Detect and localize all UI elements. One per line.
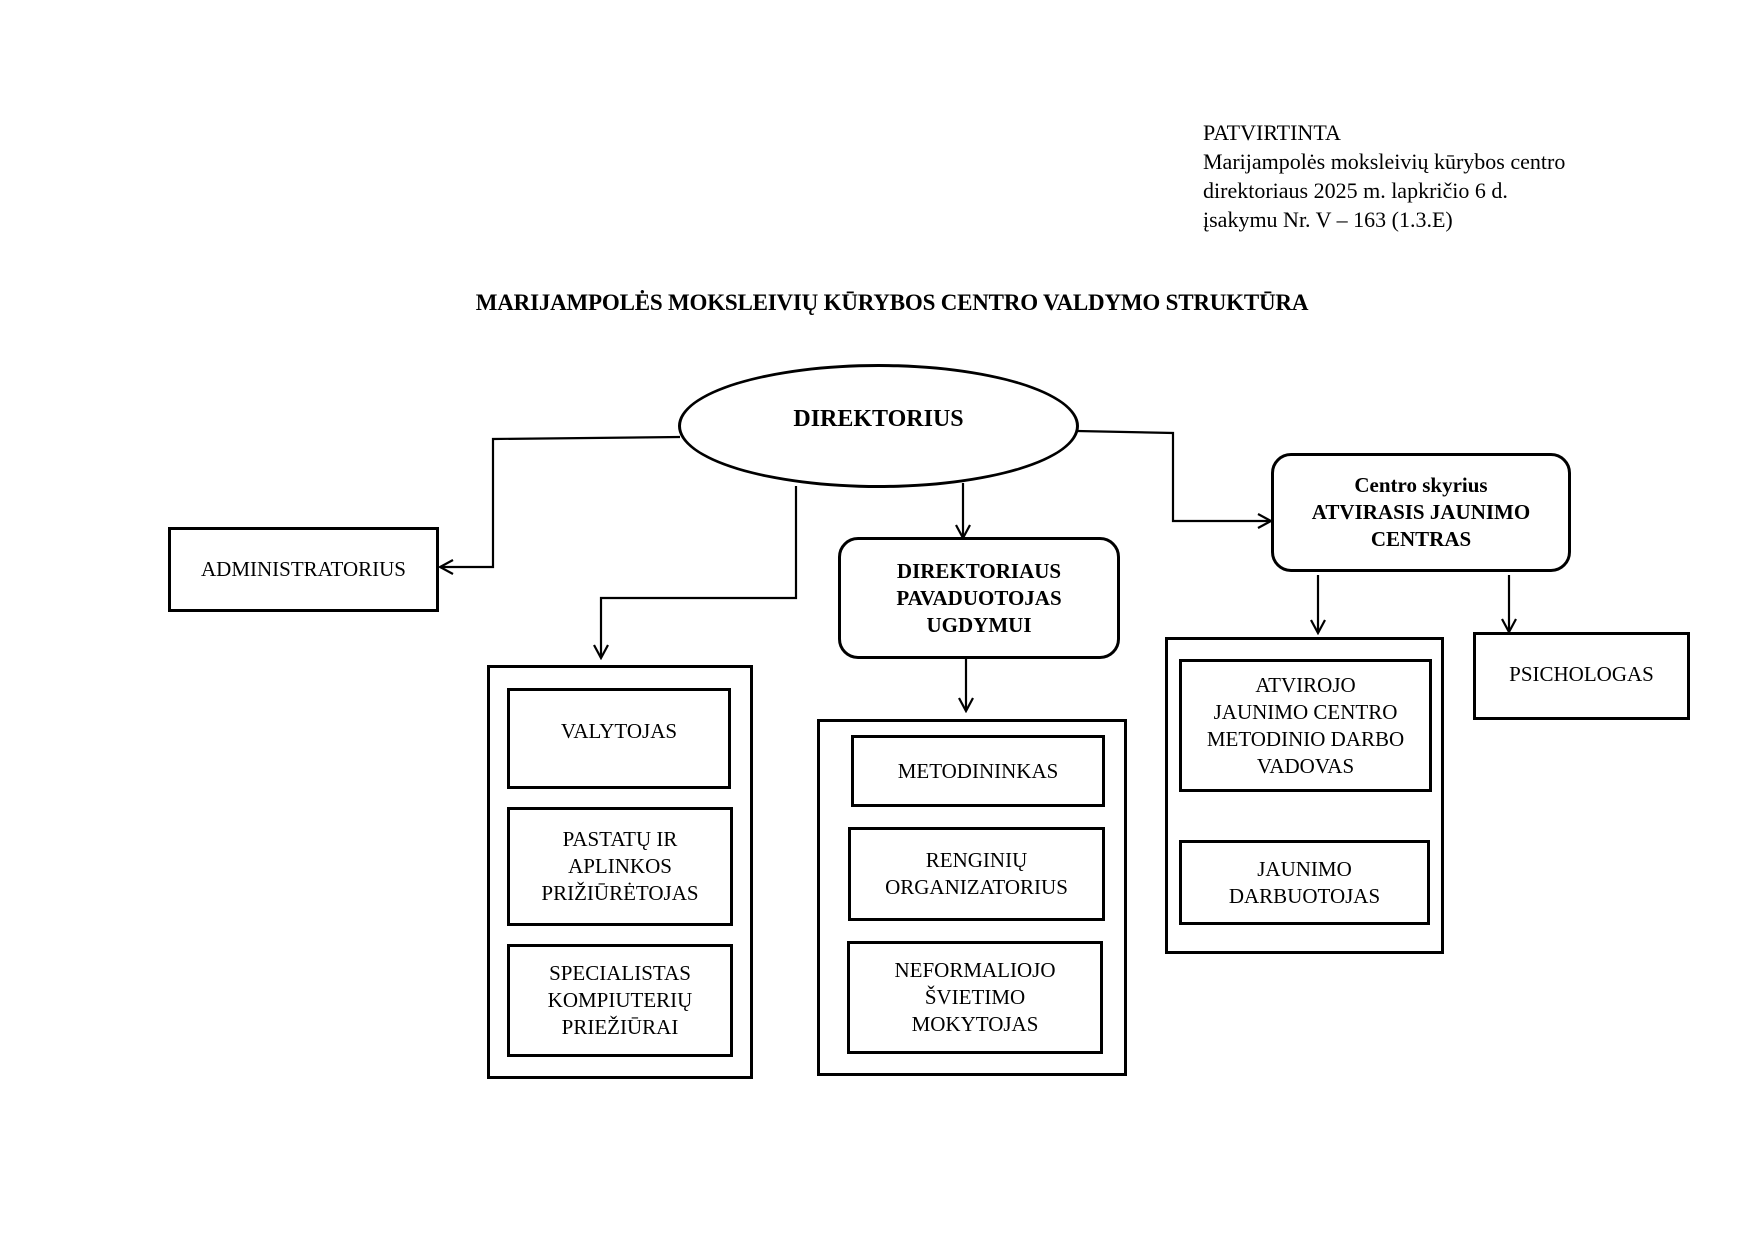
cleaner-label: VALYTOJAS [560,719,678,743]
caretaker-line-2: APLINKOS [568,854,672,878]
connector-director-youth-center [1076,429,1271,521]
youth-worker-line-1: JAUNIMO [1257,856,1352,881]
youth-worker-node: JAUNIMO DARBUOTOJAS [1179,840,1430,925]
deputy-line-2: PAVADUOTOJAS [896,585,1062,610]
staff-group [487,665,753,1079]
nonformal-teacher-line-3: MOKYTOJAS [911,1012,1039,1036]
education-group [817,719,1127,1076]
cleaner-node: VALYTOJAS [507,688,731,789]
director-label: DIREKTORIUS [793,405,964,432]
caretaker-line-3: PRIŽIŪRĖTOJAS [541,881,699,905]
it-specialist-line-3: PRIEŽIŪRAI [561,1015,679,1039]
caretaker-node: PASTATŲ IR APLINKOS PRIŽIŪRĖTOJAS [507,807,733,926]
approval-line-1: PATVIRTINTA [1203,120,1341,145]
deputy-line-1: DIREKTORIAUS [896,558,1062,583]
document-title: MARIJAMPOLĖS MOKSLEIVIŲ KŪRYBOS CENTRO V… [475,290,1309,315]
deputy-director-node: DIREKTORIAUS PAVADUOTOJAS UGDYMUI [838,537,1120,659]
event-organizer-line-1: RENGINIŲ [925,848,1028,872]
methodologist-label: METODININKAS [897,758,1059,783]
approval-line-2: Marijampolės moksleivių kūrybos centro [1203,149,1566,174]
methodical-head-line-4: VADOVAS [1256,753,1355,778]
methodical-head-line-2: JAUNIMO CENTRO [1213,699,1398,724]
nonformal-teacher-node: NEFORMALIOJO ŠVIETIMO MOKYTOJAS [847,941,1103,1054]
it-specialist-node: SPECIALISTAS KOMPIUTERIŲ PRIEŽIŪRAI [507,944,733,1057]
event-organizer-line-2: ORGANIZATORIUS [885,875,1068,899]
deputy-line-3: UGDYMUI [926,612,1032,637]
connector-director-administrator [440,435,681,567]
caretaker-line-1: PASTATŲ IR [562,827,678,851]
approval-line-4: įsakymu Nr. V – 163 (1.3.E) [1203,207,1453,232]
youth-center-line-1: Centro skyrius [1354,473,1488,497]
youth-center-staff-group [1165,637,1444,954]
psychologist-label: PSICHOLOGAS [1509,661,1654,686]
director-node: DIREKTORIUS [678,364,1079,488]
methodical-head-node: ATVIROJO JAUNIMO CENTRO METODINIO DARBO … [1179,659,1432,792]
methodical-head-line-3: METODINIO DARBO [1206,726,1405,751]
psychologist-node: PSICHOLOGAS [1473,632,1690,720]
youth-center-line-2: ATVIRASIS JAUNIMO [1311,500,1531,524]
event-organizer-node: RENGINIŲ ORGANIZATORIUS [848,827,1105,921]
approval-line-3: direktoriaus 2025 m. lapkričio 6 d. [1203,178,1508,203]
connector-director-staff [601,486,798,658]
approval-block: PATVIRTINTA Marijampolės moksleivių kūry… [1203,118,1565,234]
it-specialist-line-1: SPECIALISTAS [549,961,691,985]
youth-worker-line-2: DARBUOTOJAS [1228,883,1381,908]
nonformal-teacher-line-2: ŠVIETIMO [924,985,1026,1009]
methodical-head-line-1: ATVIROJO [1255,672,1356,697]
administrator-node: ADMINISTRATORIUS [168,527,439,612]
youth-center-node: Centro skyrius ATVIRASIS JAUNIMO CENTRAS [1271,453,1571,572]
administrator-label: ADMINISTRATORIUS [201,557,406,581]
it-specialist-line-2: KOMPIUTERIŲ [547,988,693,1012]
nonformal-teacher-line-1: NEFORMALIOJO [894,958,1056,982]
youth-center-line-3: CENTRAS [1370,527,1472,551]
methodologist-node: METODININKAS [851,735,1105,807]
